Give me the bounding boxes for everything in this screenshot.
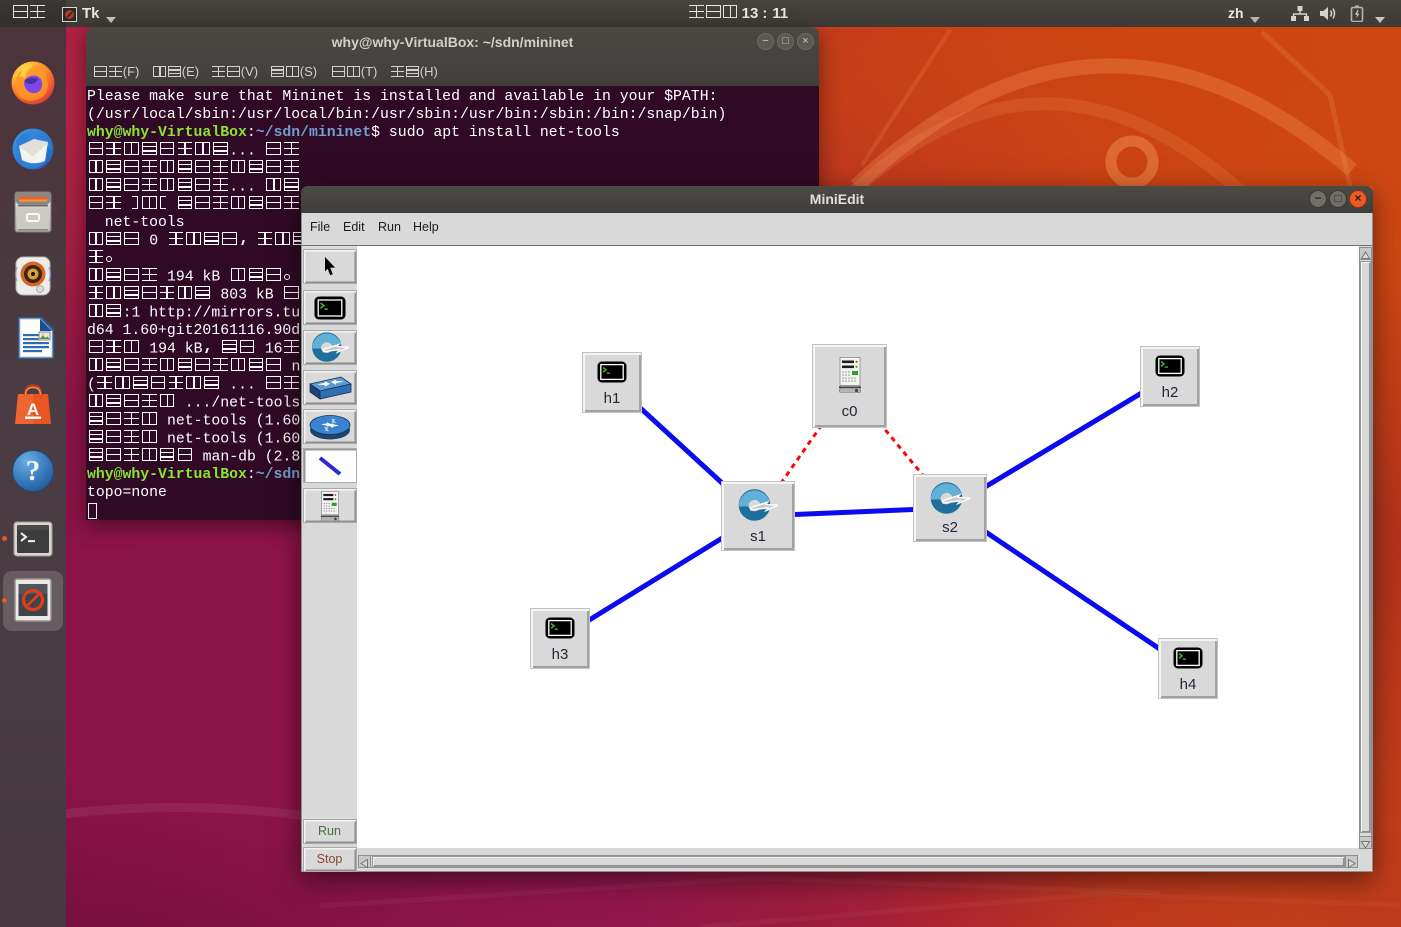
svg-text:?: ? xyxy=(26,455,41,487)
svg-text:A: A xyxy=(27,400,39,419)
